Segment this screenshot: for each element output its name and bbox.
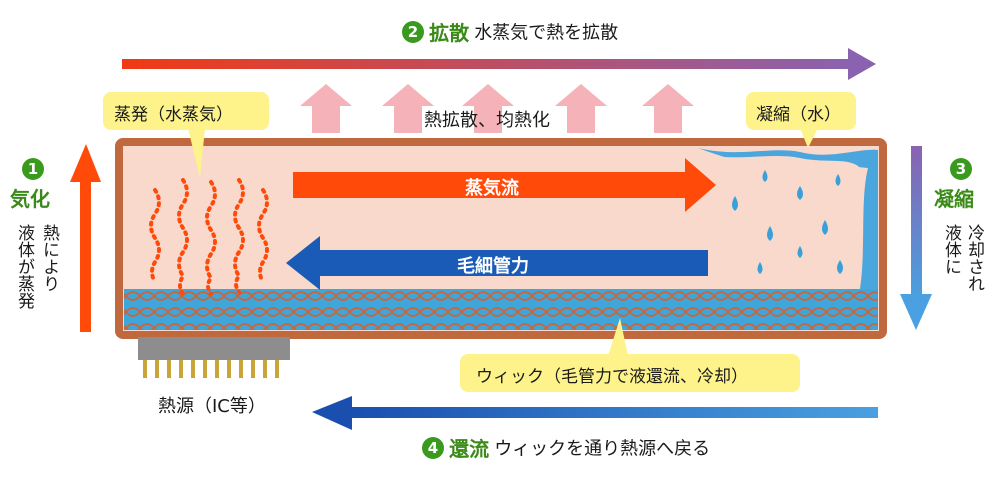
capillary-arrow: [286, 236, 708, 290]
heat-spread-label: 熱拡散、均熱化: [424, 110, 550, 131]
step-vaporization-desc-1: 熱により: [39, 224, 59, 292]
heat-source-label: 熱源（IC等）: [158, 396, 266, 417]
step-number-1-wrap: 1: [22, 158, 44, 180]
capillary-label: 毛細管力: [457, 256, 529, 277]
callout-wick-text: ウィック（毛管力で液還流、冷却）: [476, 367, 748, 387]
step-return-label: 還流: [449, 437, 490, 461]
vapor-flow-arrow: [293, 158, 716, 212]
step-number-3: 3: [950, 158, 972, 180]
step-number-3-wrap: 3: [950, 158, 972, 180]
condensation-arrow: [900, 146, 932, 330]
step-number-2: 2: [402, 20, 424, 43]
evaporation-vapor: [149, 178, 269, 296]
return-arrow: [312, 396, 878, 430]
step-number-1: 1: [22, 158, 44, 180]
step-condensation-desc-2: 液体に: [941, 224, 961, 275]
heat-source-chip: [138, 337, 290, 378]
diffusion-arrow: [122, 48, 876, 80]
step-condensation-desc-1: 冷却され: [964, 224, 984, 292]
step-diffusion-desc: 水蒸気で熱を拡散: [474, 22, 619, 44]
step-return: 4 還流 ウィックを通り熱源へ戻る: [422, 433, 710, 462]
step-diffusion-label: 拡散: [429, 21, 470, 45]
step-condensation-label: 凝縮: [934, 187, 974, 211]
water-droplets: [732, 170, 843, 274]
callout-evaporation-text: 蒸発（水蒸気）: [114, 105, 233, 125]
callout-condensation-text: 凝縮（水）: [756, 105, 841, 125]
vaporization-arrow: [70, 144, 101, 332]
callout-evaporation-bubble: [103, 92, 269, 178]
heat-spread-arrows: [300, 84, 694, 133]
vapor-flow-label: 蒸気流: [465, 178, 519, 199]
callout-condensation-bubble: [746, 92, 856, 148]
wick-layer: [124, 289, 878, 330]
step-vaporization-label: 気化: [10, 187, 50, 211]
step-vaporization-desc-2: 液体が蒸発: [14, 224, 34, 309]
step-return-desc: ウィックを通り熱源へ戻る: [494, 438, 711, 460]
condensed-water: [698, 148, 878, 289]
callout-wick-bubble: [460, 318, 800, 392]
step-diffusion: 2 拡散 水蒸気で熱を拡散: [402, 17, 618, 46]
step-number-4: 4: [422, 436, 444, 459]
